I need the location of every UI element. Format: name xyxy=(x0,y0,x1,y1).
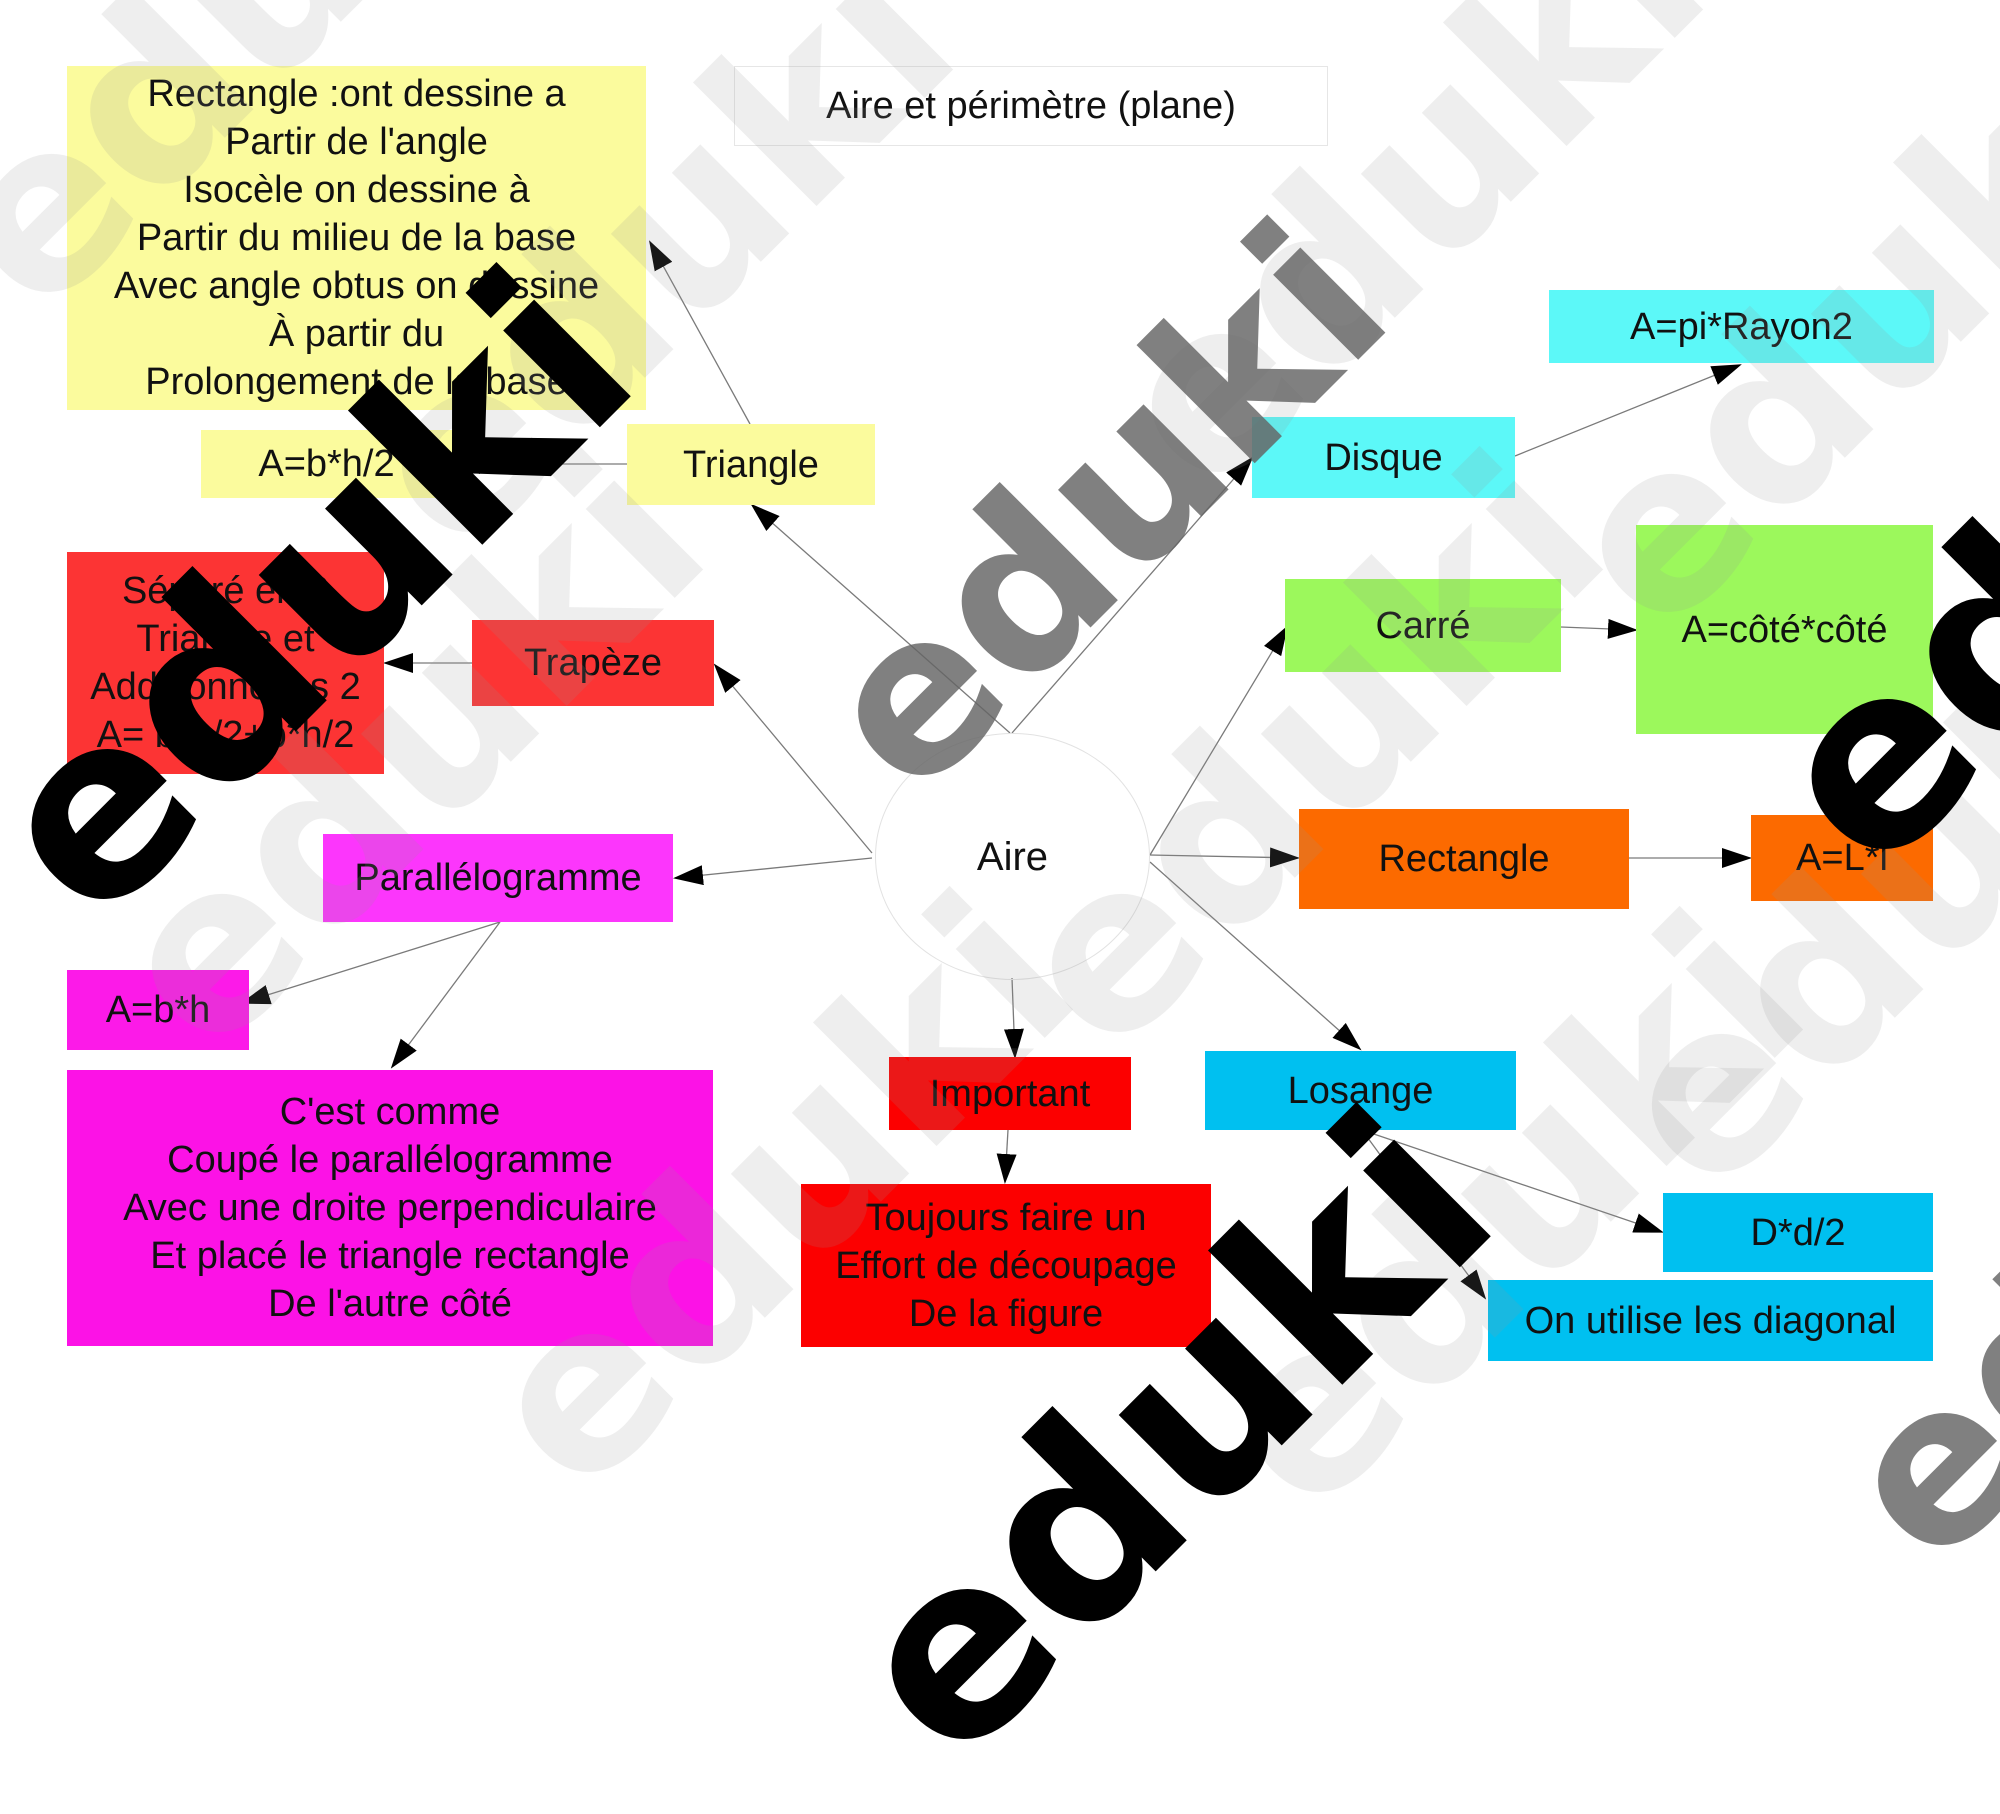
important-node: Important xyxy=(889,1057,1131,1130)
link-para-formula xyxy=(240,921,501,1005)
carre-node: Carré xyxy=(1285,579,1561,672)
link-para-note xyxy=(390,921,501,1069)
parallelogramme-note: C'est comme Coupé le parallélogramme Ave… xyxy=(67,1070,713,1346)
link-triangle-note xyxy=(649,240,751,425)
parallelogramme-node: Parallélogramme xyxy=(323,834,673,922)
link-aire-triangle xyxy=(750,503,1011,734)
losange-note: On utilise les diagonal xyxy=(1488,1280,1933,1361)
link-carre-formula xyxy=(1560,618,1638,639)
losange-node: Losange xyxy=(1205,1051,1516,1130)
connector-lines xyxy=(240,240,1752,1300)
link-disque-formula xyxy=(1514,364,1742,457)
link-aire-disque xyxy=(1011,456,1254,734)
link-aire-important xyxy=(1003,977,1024,1059)
link-aire-rectangle xyxy=(1149,847,1300,868)
link-aire-parallelogramme xyxy=(673,857,873,886)
link-losange-note xyxy=(1361,1129,1487,1300)
carre-formula: A=côté*côté xyxy=(1636,525,1933,734)
rectangle-node: Rectangle xyxy=(1299,809,1629,909)
trapeze-node: Trapèze xyxy=(472,620,714,706)
link-losange-formula xyxy=(1361,1129,1664,1233)
parallelogramme-formula: A=b*h xyxy=(67,970,249,1050)
rectangle-formula: A=L*l xyxy=(1751,815,1933,901)
important-note: Toujours faire un Effort de découpage De… xyxy=(801,1184,1211,1347)
link-aire-carre xyxy=(1149,625,1289,856)
link-aire-losange xyxy=(1149,861,1362,1051)
link-aire-trapeze xyxy=(713,663,873,854)
center-node-aire: Aire xyxy=(875,733,1150,980)
link-important-note xyxy=(996,1129,1017,1184)
triangle-note: Rectangle :ont dessine a Partir de l'ang… xyxy=(67,66,646,410)
triangle-node: Triangle xyxy=(627,424,875,505)
trapeze-note: Séparé en 2 Triangle et Additionné les 2… xyxy=(67,552,384,774)
diagram-title: Aire et périmètre (plane) xyxy=(734,66,1328,146)
disque-formula: A=pi*Rayon2 xyxy=(1549,290,1934,363)
disque-node: Disque xyxy=(1252,417,1515,498)
losange-formula: D*d/2 xyxy=(1663,1193,1933,1272)
triangle-formula: A=b*h/2 xyxy=(201,430,452,498)
